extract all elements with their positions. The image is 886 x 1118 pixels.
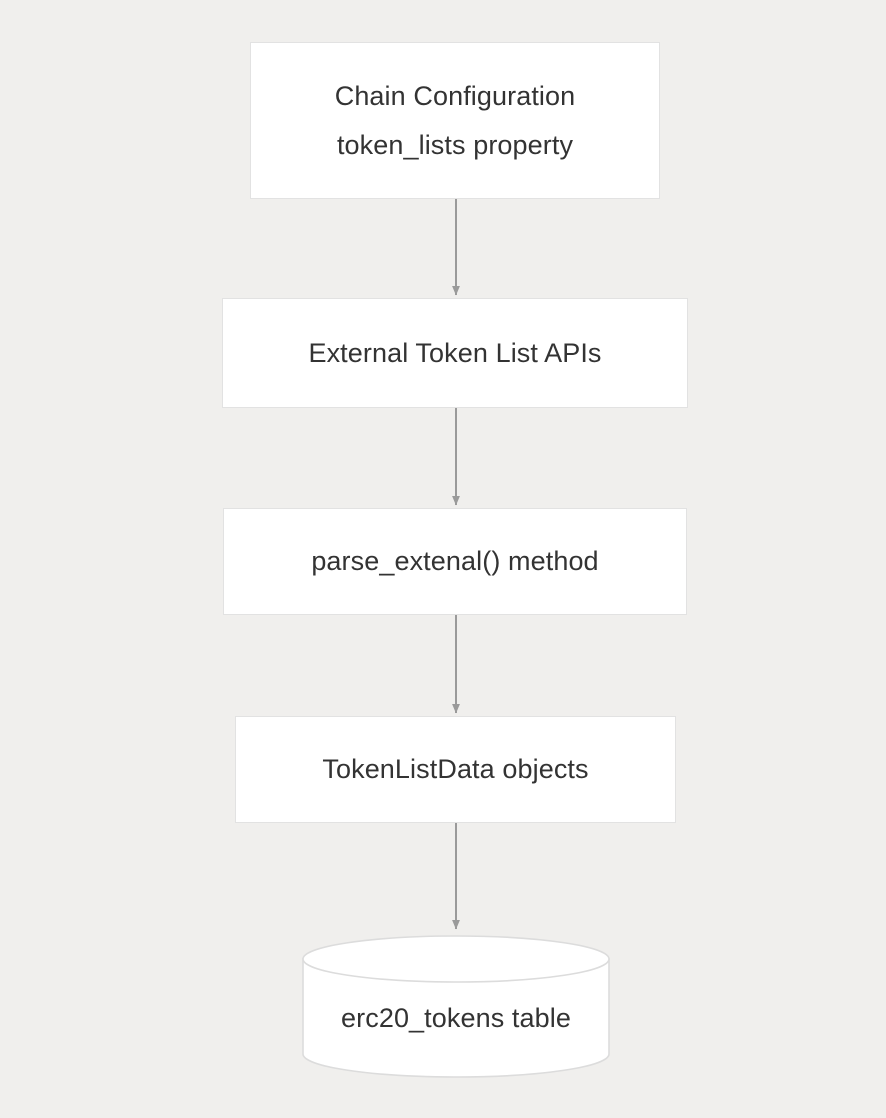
node-external-token-list-apis-label: External Token List APIs <box>308 337 602 368</box>
node-external-token-list-apis[interactable]: External Token List APIs <box>222 298 688 408</box>
node-parse-extenal-method-label: parse_extenal() method <box>311 546 599 577</box>
database-cylinder-icon <box>302 935 610 1078</box>
node-chain-configuration[interactable]: Chain Configuration token_lists property <box>250 42 660 199</box>
node-parse-extenal-method[interactable]: parse_extenal() method <box>223 508 687 615</box>
node-erc20-tokens-table[interactable]: erc20_tokens table <box>302 935 610 1078</box>
node-chain-configuration-label: Chain Configuration token_lists property <box>334 81 576 160</box>
node-tokenlistdata-objects[interactable]: TokenListData objects <box>235 716 676 823</box>
node-erc20-tokens-table-label: erc20_tokens table <box>341 1003 571 1033</box>
node-tokenlistdata-objects-label: TokenListData objects <box>322 754 589 785</box>
